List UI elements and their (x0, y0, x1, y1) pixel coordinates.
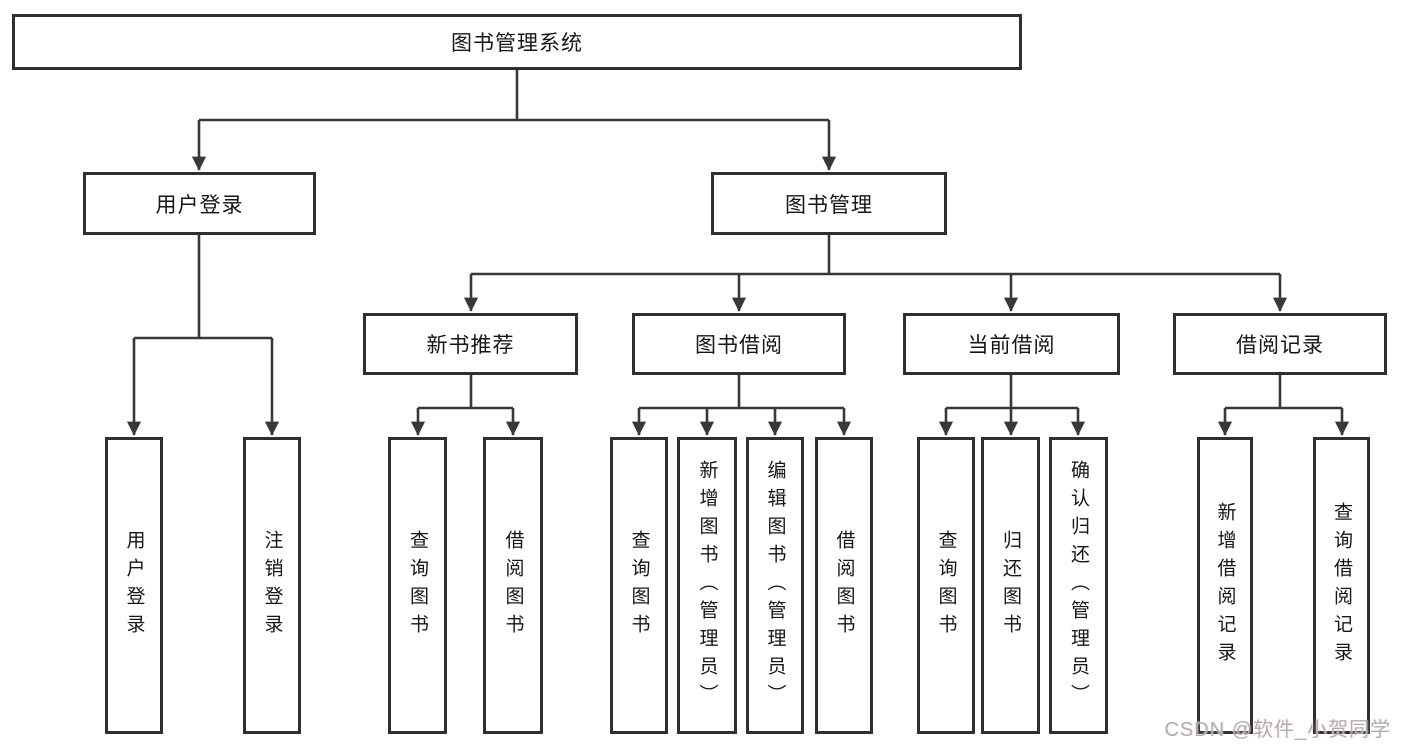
leaf-label: 用户登录 (123, 529, 145, 642)
leaf-label: 新增借阅记录 (1214, 501, 1236, 670)
leaf-query-books-current: 查询图书 (917, 437, 975, 734)
leaf-query-books-borrow: 查询图书 (610, 437, 668, 734)
leaf-query-borrow-record: 查询借阅记录 (1313, 437, 1370, 734)
node-label: 图书借阅 (695, 334, 783, 357)
node-label: 图书管理 (785, 193, 873, 217)
leaf-label: 编辑图书（管理员） (764, 459, 786, 712)
leaf-label: 查询图书 (935, 529, 957, 642)
node-label: 图书管理系统 (451, 32, 583, 55)
leaf-label: 借阅图书 (502, 529, 524, 642)
leaf-user-login: 用户登录 (105, 437, 163, 734)
node-borrow-record: 借阅记录 (1173, 313, 1387, 375)
leaf-add-borrow-record: 新增借阅记录 (1197, 437, 1253, 734)
connector-arrows (126, 120, 1350, 436)
leaf-label: 新增图书（管理员） (696, 459, 718, 712)
leaf-label: 查询图书 (628, 529, 650, 642)
node-label: 当前借阅 (967, 334, 1056, 357)
node-root-system: 图书管理系统 (12, 14, 1022, 70)
node-label: 借阅记录 (1236, 334, 1324, 357)
node-book-borrow: 图书借阅 (632, 313, 846, 375)
leaf-label: 查询借阅记录 (1331, 501, 1352, 670)
leaf-label: 借阅图书 (833, 529, 855, 642)
leaf-label: 归还图书 (1000, 529, 1021, 642)
node-label: 用户登录 (155, 193, 244, 217)
leaf-label: 注销登录 (261, 529, 283, 642)
node-current-borrow: 当前借阅 (903, 313, 1120, 375)
leaf-logout: 注销登录 (243, 437, 301, 734)
node-label: 新书推荐 (426, 334, 515, 357)
node-user-login-module: 用户登录 (83, 172, 316, 235)
leaf-edit-books-admin: 编辑图书（管理员） (746, 437, 804, 734)
leaf-label: 查询图书 (407, 529, 428, 642)
node-new-book-recommend: 新书推荐 (363, 313, 578, 375)
connector-rails (134, 70, 1342, 410)
csdn-watermark: CSDN @软件_小贺同学 (1164, 719, 1391, 741)
leaf-borrow-books-recommend: 借阅图书 (483, 437, 543, 734)
leaf-return-books: 归还图书 (981, 437, 1040, 734)
leaf-query-books-recommend: 查询图书 (388, 437, 447, 734)
leaf-confirm-return-admin: 确认归还（管理员） (1049, 437, 1108, 734)
leaf-borrow-books: 借阅图书 (815, 437, 873, 734)
leaf-add-books-admin: 新增图书（管理员） (677, 437, 737, 734)
leaf-label: 确认归还（管理员） (1068, 459, 1089, 712)
node-book-management-module: 图书管理 (711, 172, 947, 235)
